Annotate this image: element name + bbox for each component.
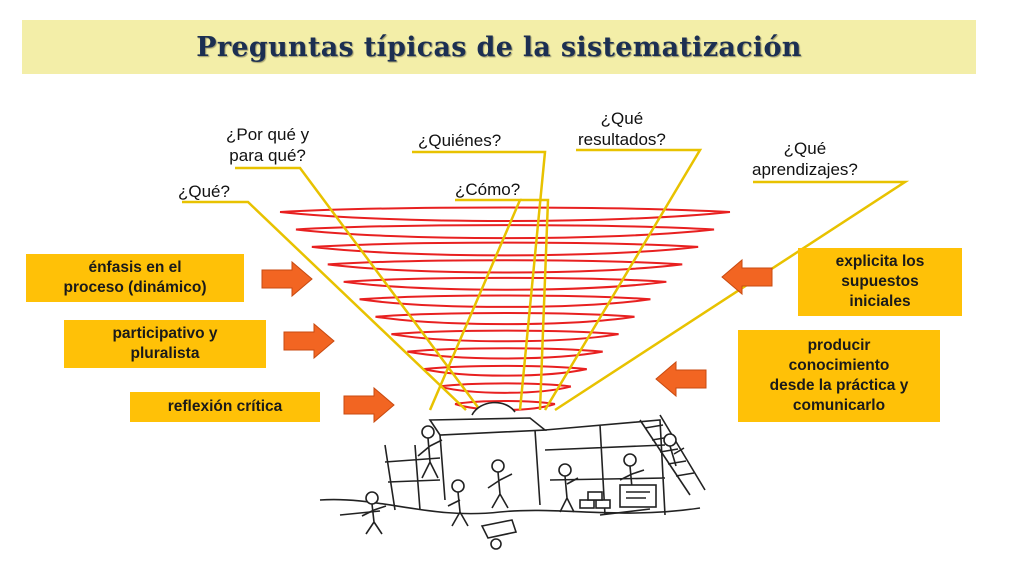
ray-que bbox=[182, 200, 467, 411]
ray-aprendizajes bbox=[554, 180, 910, 412]
title-banner: Preguntas típicas de la sistematización bbox=[22, 20, 976, 74]
question-resultados: ¿Qué resultados? bbox=[578, 109, 666, 149]
ray-porque bbox=[235, 166, 482, 411]
arrows bbox=[261, 258, 773, 424]
construction-workers-illustration bbox=[319, 401, 706, 550]
arrow-left-1-icon bbox=[721, 258, 773, 296]
question-como: ¿Cómo? bbox=[455, 180, 521, 199]
question-quienes: ¿Quiénes? bbox=[418, 131, 502, 150]
arrow-right-3-icon bbox=[343, 386, 395, 424]
box-enfasis-proceso: énfasis en el proceso (dinámico) bbox=[26, 254, 244, 302]
arrow-right-2-icon bbox=[283, 322, 335, 360]
box-producir-conocimiento: producir conocimiento desde la práctica … bbox=[738, 330, 940, 422]
question-rays bbox=[182, 148, 910, 412]
arrow-left-2-icon bbox=[655, 360, 707, 398]
page-title: Preguntas típicas de la sistematización bbox=[196, 31, 802, 63]
arrow-right-1-icon bbox=[261, 260, 313, 298]
question-aprendizajes: ¿Qué aprendizajes? bbox=[752, 139, 858, 179]
question-por-que: ¿Por qué y para qué? bbox=[226, 125, 310, 165]
question-que: ¿Qué? bbox=[178, 182, 230, 201]
box-reflexion-critica: reflexión crítica bbox=[130, 392, 320, 422]
ray-como-2 bbox=[520, 198, 550, 411]
box-explicita-supuestos: explicita los supuestos iniciales bbox=[798, 248, 962, 316]
ray-quienes bbox=[412, 150, 547, 411]
ray-resultados bbox=[543, 148, 703, 411]
box-participativo: participativo y pluralista bbox=[64, 320, 266, 368]
